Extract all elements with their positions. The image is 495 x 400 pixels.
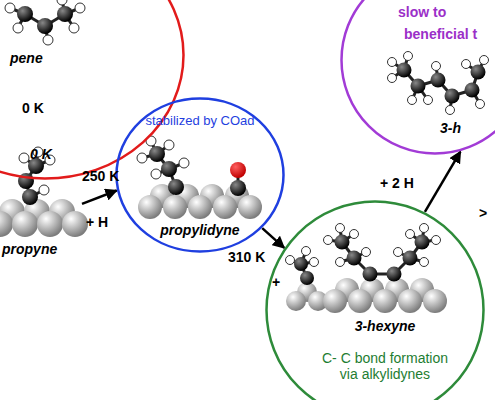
scheme-label: > [479, 205, 487, 221]
hexyne-on-surface [323, 224, 447, 314]
reaction-arrow [425, 152, 461, 212]
node-text: pene [10, 50, 43, 66]
circle-outline [0, 0, 184, 179]
circle-outline [267, 202, 484, 400]
node-text: slow to [398, 4, 446, 20]
reaction-arrow [262, 228, 284, 248]
circle-outline [0, 0, 185, 180]
scheme-label: + [272, 274, 280, 290]
node-text: beneficial t [404, 26, 477, 42]
node-text: stabilized by COad [145, 114, 254, 129]
temperature-label: 310 K [228, 249, 265, 265]
scheme-label: 0 K [30, 146, 52, 162]
temperature-label: + 2 H [380, 175, 414, 191]
coupling-circle: 3-hexyne C- C bond formation via alkylidy… [265, 200, 485, 400]
node-text: propylidyne [160, 222, 239, 238]
node-text: 3-h [440, 120, 461, 136]
node-text: propyne [2, 241, 57, 257]
temperature-label: 250 K [82, 168, 119, 184]
propene-molecule [5, 0, 85, 45]
hexene-molecule [388, 52, 489, 115]
circle-outline [117, 99, 284, 252]
node-text: C- C bond formation via alkylidynes [315, 350, 455, 382]
intermediate-circle: stabilized by COad propylidyne [115, 97, 285, 253]
alkylidyne-adsorbate [286, 247, 329, 312]
surface-species: propyne [0, 150, 82, 262]
propylidyne-on-surface [137, 136, 262, 219]
zoom-circle: pene 0 K [0, 0, 185, 180]
reaction-arrow [82, 190, 117, 203]
node-text: 3-hexyne [355, 318, 416, 334]
propyne-on-surface [0, 147, 88, 237]
scheme-label: + H [86, 214, 108, 230]
hydrogenation-circle: slow to beneficial t 3-h [340, 0, 495, 155]
node-text: 0 K [22, 100, 44, 116]
circle-outline [340, 0, 495, 155]
circle-outline [342, 0, 495, 154]
